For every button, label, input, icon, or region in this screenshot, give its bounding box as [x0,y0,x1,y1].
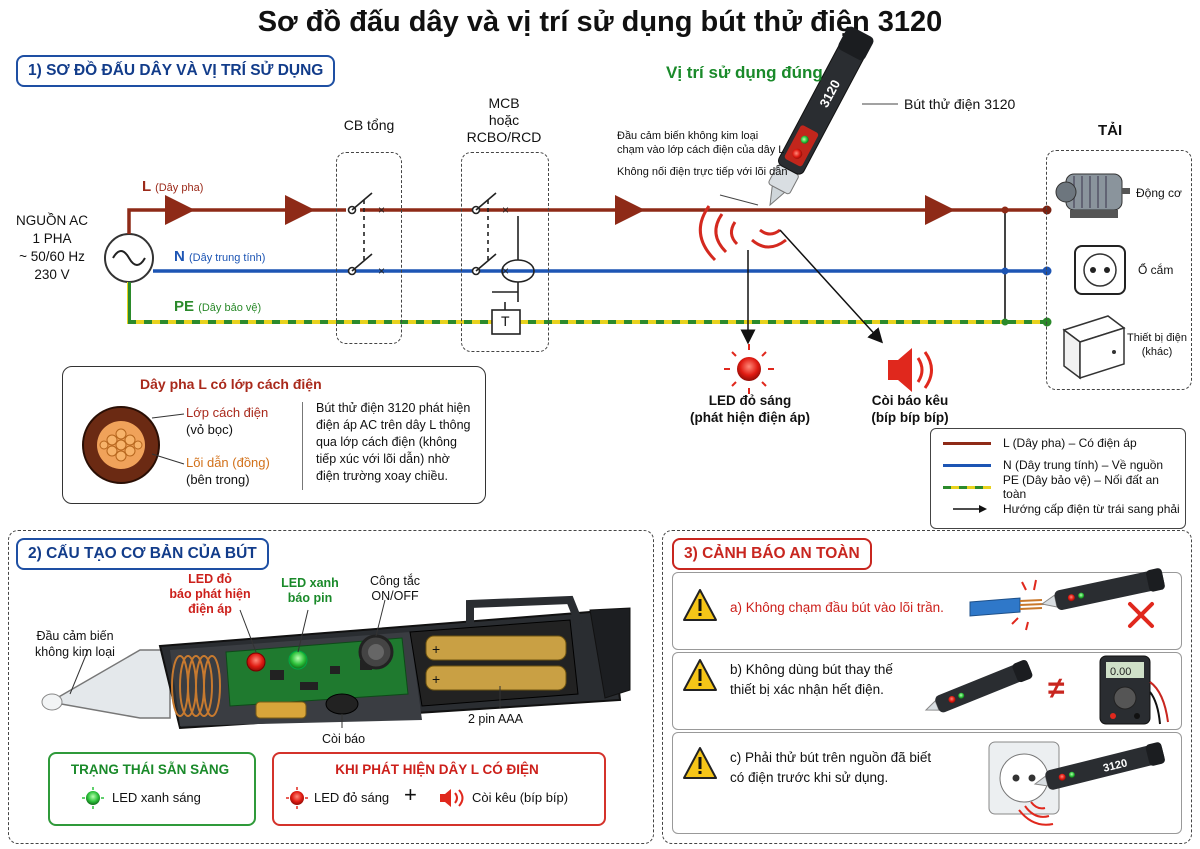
warning-row-c [672,732,1182,834]
page-title: Sơ đồ đấu dây và vị trí sử dụng bút thử … [257,6,943,38]
detect-led-text: LED đỏ sáng [314,790,390,805]
wire-N-label: N (Dây trung tính) [174,248,266,265]
wiring-diagram: × × × × [104,26,1130,394]
wire-L-label: L (Dây pha) [142,178,204,195]
legend-item-N: N (Dây trung tính) – Về nguồn [931,454,1185,476]
rcd-test-label: T [501,313,510,329]
legend-item-direction: Hướng cấp điện từ trái sang phải [931,498,1185,520]
svg-text:×: × [502,203,509,217]
wire-PE-label: PE (Dây bảo vệ) [174,298,262,315]
green-led-icon [82,787,104,809]
core-label: Lõi dẫn (đồng) (bên trong) [186,455,270,487]
legend-item-L: L (Dây pha) – Có điện áp [931,432,1185,454]
mcb-switch: × × [471,192,535,335]
svg-text:×: × [502,264,509,278]
mcb-label: MCB hoặc RCBO/RCD [466,95,542,145]
section-3-heading: 3) CẢNH BÁO AN TOÀN [672,538,872,570]
wire-L [127,208,1047,234]
detect-state-box [272,752,606,826]
correct-use-label: Vị trí sử dụng đúng [666,63,823,82]
insulation-label: Lớp cách điện (vỏ bọc) [186,405,269,437]
buzzer-speaker-icon [888,348,933,392]
detect-state-title: KHI PHÁT HIỆN DÂY L CÓ ĐIỆN [335,762,539,777]
tester-pen-illustration: 3120 [768,26,874,207]
sensor-tip-label: Đầu cảm biến không kim loại [35,629,115,659]
red-led-label: LED đỏ báo phát hiện điện áp [169,572,251,616]
red-led-small-icon [286,787,308,809]
buzzer-result-label: Còi báo kêu (bíp bíp bíp) [871,393,949,425]
cable-title: Dây pha L có lớp cách điện [140,376,322,392]
switch-label: Công tắc ON/OFF [369,574,421,603]
warning-text-a: a) Không chạm đầu bút vào lõi trần. [730,600,944,615]
load-title: TẢI [1098,122,1123,139]
motor-icon [1055,173,1130,218]
device-box-icon [1062,315,1126,380]
warning-triangle-icon [683,659,717,691]
ac-source-label: NGUỒN AC 1 PHA ~ 50/60 Hz 230 V [15,213,88,282]
red-led-icon [724,344,774,394]
svg-text:+: + [432,671,440,687]
svg-text:+: + [432,641,440,657]
svg-text:0.00: 0.00 [1110,666,1131,678]
green-led-label: LED xanh báo pin [281,576,339,605]
mcb-box [461,152,549,352]
svg-text:3120: 3120 [1102,757,1129,775]
multimeter-icon: 0.00 [1099,655,1169,725]
plus-sign: + [404,782,417,807]
cable-cross-section-icon [82,406,160,484]
load-socket-label: Ổ cắm [1138,263,1174,277]
speaker-small-icon [440,789,464,807]
warning-text-c: c) Phải thử bút trên nguồn đã biết có đi… [730,750,932,785]
legend-item-PE: PE (Dây bảo vệ) – Nối đất an toàn [931,473,1185,501]
ready-state-title: TRẠNG THÁI SẴN SÀNG [70,762,230,777]
section-2-panel [8,530,654,844]
ready-state-box [48,752,256,826]
ready-state-text: LED xanh sáng [112,790,201,805]
wire-PE [127,282,1047,324]
signal-waves-icon [698,205,787,262]
buzzer-label: Còi báo [322,732,366,746]
section-2-heading: 2) CẤU TẠO CƠ BẢN CỦA BÚT [16,538,269,570]
svg-text:×: × [378,264,385,278]
legend: L (Dây pha) – Có điện áp N (Dây trung tí… [930,428,1186,529]
socket-icon [1074,245,1126,295]
load-box [1046,150,1192,390]
socket-test-illustration: 3120 [988,741,1165,826]
warning-text-b: b) Không dùng bút thay thế thiết bị xác … [730,662,893,697]
cb-main-switch: × × [346,192,385,278]
load-motor-label: Động cơ [1136,186,1182,200]
no-contact-note: Không nối điện trực tiếp với lõi dẫn [617,166,788,178]
detect-buzzer-text: Còi kêu (bíp bíp) [472,790,569,805]
led-result-label: LED đỏ sáng (phát hiện điện áp) [690,393,810,425]
pen-vs-meter-illustration: ≠ 0.00 [924,655,1169,725]
warning-triangle-icon [683,589,717,621]
cross-mark-icon [1128,602,1154,628]
load-device-label: Thiết bị điện (khác) [1127,332,1187,358]
bare-wire-pen-illustration [969,568,1165,631]
section-3-panel [662,530,1192,844]
cb-main-box [336,152,402,344]
not-equal-sign: ≠ [1048,672,1065,705]
section-1-heading: 1) SƠ ĐỒ ĐẤU DÂY VÀ VỊ TRÍ SỬ DỤNG [16,55,336,87]
pen-name-label: Bút thử điện 3120 [904,96,1016,112]
cb-main-label: CB tổng [343,117,395,133]
svg-text:×: × [378,203,385,217]
cable-description: Bút thử điện 3120 phát hiện điện áp AC t… [316,401,471,483]
warning-row-b [672,652,1182,730]
battery-label: 2 pin AAA [468,712,523,726]
sensor-note: Đầu cảm biến không kim loại chạm vào lớp… [617,130,785,156]
pen-cutaway-illustration: + + [41,595,631,730]
warning-triangle-icon [683,747,717,779]
